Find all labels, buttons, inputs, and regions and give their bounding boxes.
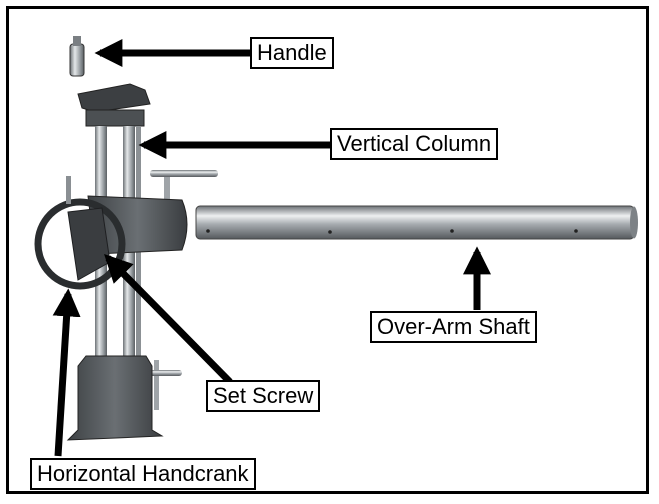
t-screw-upper [150, 170, 218, 202]
handle-label: Handle [250, 37, 334, 69]
t-screw-lower [144, 360, 182, 410]
column-cap [85, 109, 145, 127]
figure-frame [6, 6, 649, 494]
over-arm-shaft-label: Over-Arm Shaft [370, 311, 537, 343]
horizontal-handcrank-label: Horizontal Handcrank [30, 458, 256, 490]
column-base [66, 355, 164, 441]
set-screw-arrow [104, 254, 233, 385]
side-pin [66, 176, 71, 204]
handle-knob [69, 36, 85, 77]
clamp-lever [77, 83, 151, 113]
over-arm-shaft [195, 205, 638, 240]
vertical-column-label: Vertical Column [330, 128, 499, 160]
carriage-block [87, 195, 188, 255]
set-screw-label: Set Screw [206, 380, 321, 412]
handwheel [34, 198, 126, 290]
horizontal-handcrank-arrow [52, 288, 81, 457]
